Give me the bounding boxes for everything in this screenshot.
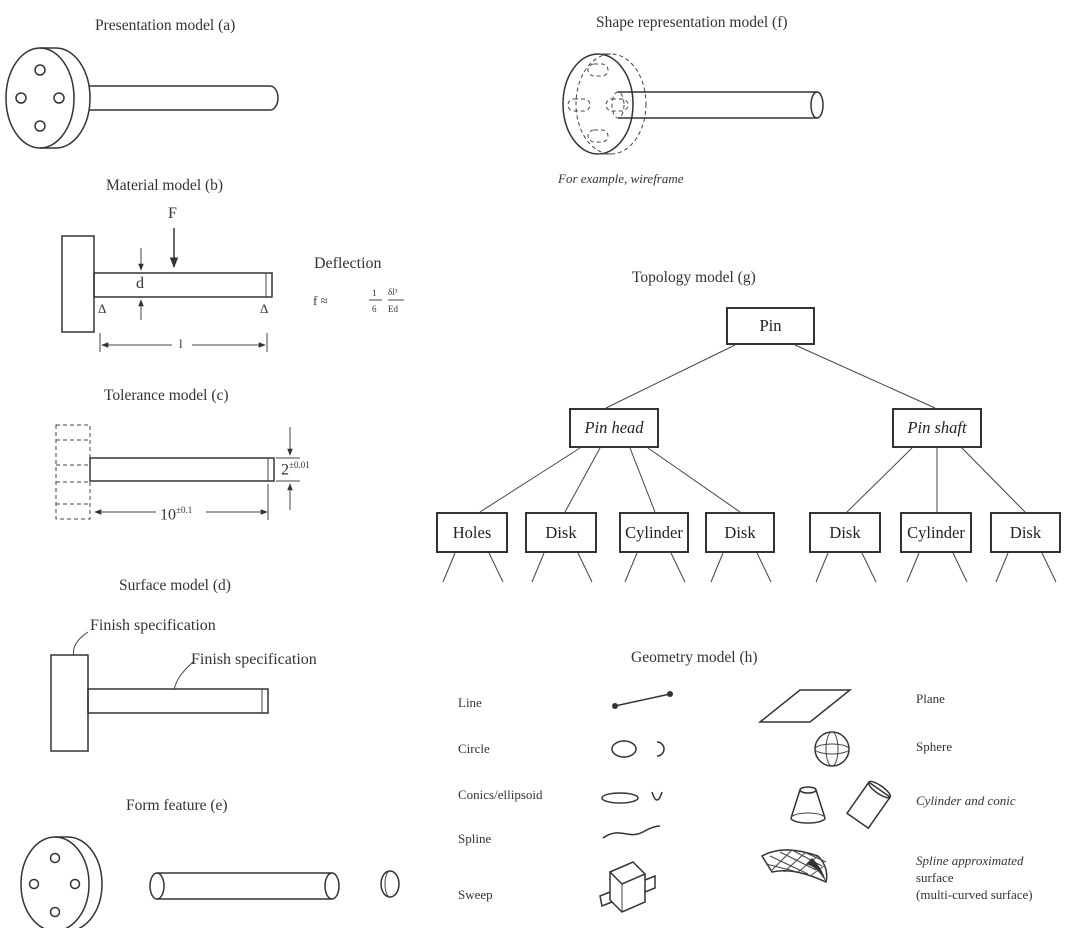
material-model-drawing [62, 228, 404, 352]
wireframe-caption: For example, wireframe [558, 172, 684, 185]
length-l-label: l [179, 337, 183, 350]
formula-frac2-num: δl³ [388, 288, 397, 297]
topology-node-disk: Disk [525, 512, 597, 553]
formula-lhs: f ≈ [313, 294, 328, 307]
formula-frac2-den: Ed [388, 305, 398, 314]
title-shape-representation-model: Shape representation model (f) [596, 15, 788, 31]
finish-spec-head-label: Finish specification [90, 618, 216, 634]
geometry-spline-surface-icon [762, 850, 827, 882]
geometry-sphere-icon [815, 732, 849, 766]
title-topology-model: Topology model (g) [632, 270, 756, 286]
geometry-plane-icon [760, 690, 850, 722]
geometry-label-conics: Conics/ellipsoid [458, 788, 543, 801]
title-material-model: Material model (b) [106, 178, 223, 194]
topology-node-disk: Disk [705, 512, 775, 553]
force-label: F [168, 206, 177, 222]
title-surface-model: Surface model (d) [119, 578, 231, 594]
geometry-line-icon [612, 691, 673, 709]
formula-frac1-den: 6 [372, 305, 377, 314]
geometry-label-cylinder-conic: Cylinder and conic [916, 794, 1016, 807]
title-tolerance-model: Tolerance model (c) [104, 388, 229, 404]
title-form-feature: Form feature (e) [126, 798, 228, 814]
topology-node-cylinder: Cylinder [619, 512, 689, 553]
length-value-label: 10±0.1 [160, 506, 192, 523]
topology-node-cylinder: Cylinder [900, 512, 972, 553]
geometry-label-spline-surface-2: surface [916, 871, 954, 884]
title-geometry-model: Geometry model (h) [631, 650, 758, 666]
diameter-value-label: 2±0.01 [281, 461, 310, 478]
formula-frac1-num: 1 [372, 289, 377, 298]
geometry-label-sweep: Sweep [458, 888, 493, 901]
wireframe-drawing [563, 54, 823, 154]
topology-node-pin-shaft: Pin shaft [892, 408, 982, 448]
presentation-model-drawing [6, 48, 278, 148]
geometry-circle-icon [612, 741, 664, 757]
topology-node-disk: Disk [990, 512, 1061, 553]
form-feature-drawing [21, 837, 399, 928]
geometry-spline-icon [603, 826, 660, 838]
geometry-label-spline-surface: Spline approximated [916, 854, 1023, 867]
geometry-label-sphere: Sphere [916, 740, 952, 753]
geometry-label-spline-surface-3: (multi-curved surface) [916, 888, 1033, 901]
geometry-label-line: Line [458, 696, 482, 709]
support-right-label: Δ [260, 302, 268, 315]
geometry-label-circle: Circle [458, 742, 490, 755]
topology-node-pin: Pin [726, 307, 815, 345]
support-left-label: Δ [98, 302, 106, 315]
finish-spec-shaft-label: Finish specification [191, 652, 317, 668]
geometry-label-plane: Plane [916, 692, 945, 705]
geometry-cylinder-conic-icon [791, 779, 892, 828]
topology-node-disk: Disk [809, 512, 881, 553]
geometry-sweep-icon [600, 862, 655, 912]
topology-node-holes: Holes [436, 512, 508, 553]
deflection-label: Deflection [314, 256, 382, 272]
surface-model-drawing [51, 632, 268, 751]
geometry-label-spline: Spline [458, 832, 491, 845]
topology-node-pin-head: Pin head [569, 408, 659, 448]
title-presentation-model: Presentation model (a) [95, 18, 235, 34]
geometry-conics-icon [602, 792, 662, 803]
diameter-d-label: d [136, 276, 144, 292]
